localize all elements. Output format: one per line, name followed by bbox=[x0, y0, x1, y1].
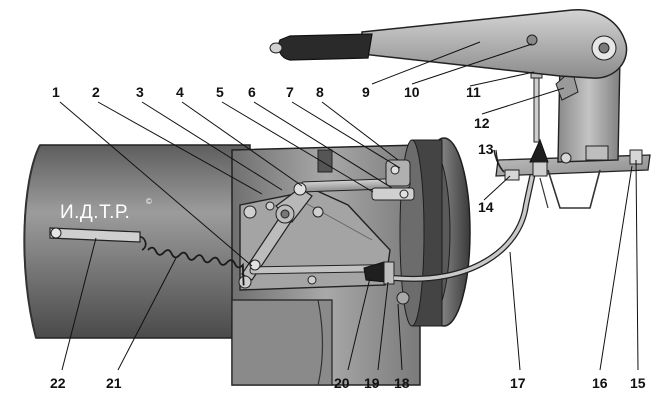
callout-16: 16 bbox=[592, 375, 608, 391]
callout-8: 8 bbox=[316, 84, 324, 100]
callout-11: 11 bbox=[466, 84, 481, 100]
brake-linkage bbox=[238, 159, 415, 305]
callout-14: 14 bbox=[478, 199, 494, 215]
callout-19: 19 bbox=[364, 375, 380, 391]
callout-21: 21 bbox=[106, 375, 122, 391]
lever-post bbox=[530, 49, 621, 164]
callout-7: 7 bbox=[286, 84, 294, 100]
callout-1: 1 bbox=[52, 84, 60, 100]
callout-15: 15 bbox=[630, 375, 646, 391]
watermark-text: И.Д.Т.Р. bbox=[60, 202, 130, 223]
brake-cable bbox=[393, 167, 537, 282]
callout-9: 9 bbox=[362, 84, 370, 100]
watermark-copyright: © bbox=[146, 197, 152, 206]
callout-18: 18 bbox=[394, 375, 410, 391]
callout-3: 3 bbox=[136, 84, 144, 100]
callout-22: 22 bbox=[50, 375, 66, 391]
spring-bracket bbox=[49, 227, 141, 243]
callout-12: 12 bbox=[474, 115, 490, 131]
callout-2: 2 bbox=[92, 84, 100, 100]
callout-5: 5 bbox=[216, 84, 224, 100]
callout-4: 4 bbox=[176, 84, 184, 100]
callout-6: 6 bbox=[248, 84, 256, 100]
leader-lines bbox=[59, 41, 639, 371]
callout-17: 17 bbox=[510, 375, 526, 391]
callout-20: 20 bbox=[334, 375, 350, 391]
callout-10: 10 bbox=[404, 84, 420, 100]
callout-13: 13 bbox=[478, 141, 494, 157]
hand-lever bbox=[269, 9, 628, 79]
